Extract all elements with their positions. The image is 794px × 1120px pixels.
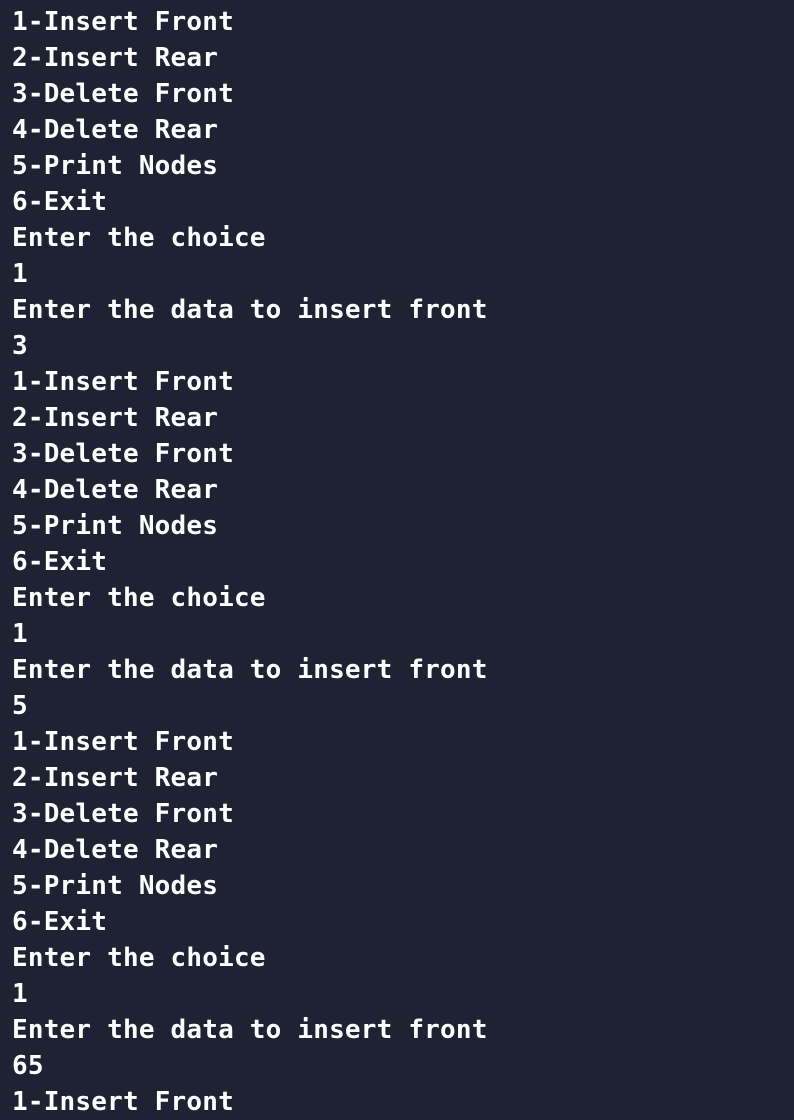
- terminal-line: 1: [12, 259, 28, 289]
- terminal-line: 3-Delete Front: [12, 439, 234, 469]
- terminal-line: 4-Delete Rear: [12, 475, 219, 505]
- terminal-line: 3: [12, 331, 28, 361]
- terminal-line: 1-Insert Front: [12, 1087, 234, 1117]
- terminal-line: Enter the data to insert front: [12, 1015, 488, 1045]
- terminal-line: 2-Insert Rear: [12, 403, 219, 433]
- terminal-line: 4-Delete Rear: [12, 115, 219, 145]
- terminal-line: 5: [12, 691, 28, 721]
- terminal-line: 1: [12, 619, 28, 649]
- terminal-line: 1-Insert Front: [12, 727, 234, 757]
- terminal-line: 1-Insert Front: [12, 367, 234, 397]
- terminal-line: 6-Exit: [12, 187, 108, 217]
- terminal-line: Enter the data to insert front: [12, 655, 488, 685]
- terminal-line: 1-Insert Front: [12, 7, 234, 37]
- terminal-line: Enter the data to insert front: [12, 295, 488, 325]
- terminal-line: 6-Exit: [12, 547, 108, 577]
- terminal-line: Enter the choice: [12, 583, 266, 613]
- terminal-line: 4-Delete Rear: [12, 835, 219, 865]
- terminal-line: 5-Print Nodes: [12, 151, 219, 181]
- terminal-line: 2-Insert Rear: [12, 763, 219, 793]
- terminal-line: 5-Print Nodes: [12, 511, 219, 541]
- terminal-line: 3-Delete Front: [12, 79, 234, 109]
- terminal-line: 3-Delete Front: [12, 799, 234, 829]
- terminal-line: 2-Insert Rear: [12, 43, 219, 73]
- terminal-line: Enter the choice: [12, 223, 266, 253]
- terminal-line: Enter the choice: [12, 943, 266, 973]
- terminal-line: 6-Exit: [12, 907, 108, 937]
- terminal-line: 65: [12, 1051, 44, 1081]
- terminal-line: 5-Print Nodes: [12, 871, 219, 901]
- terminal-line: 1: [12, 979, 28, 1009]
